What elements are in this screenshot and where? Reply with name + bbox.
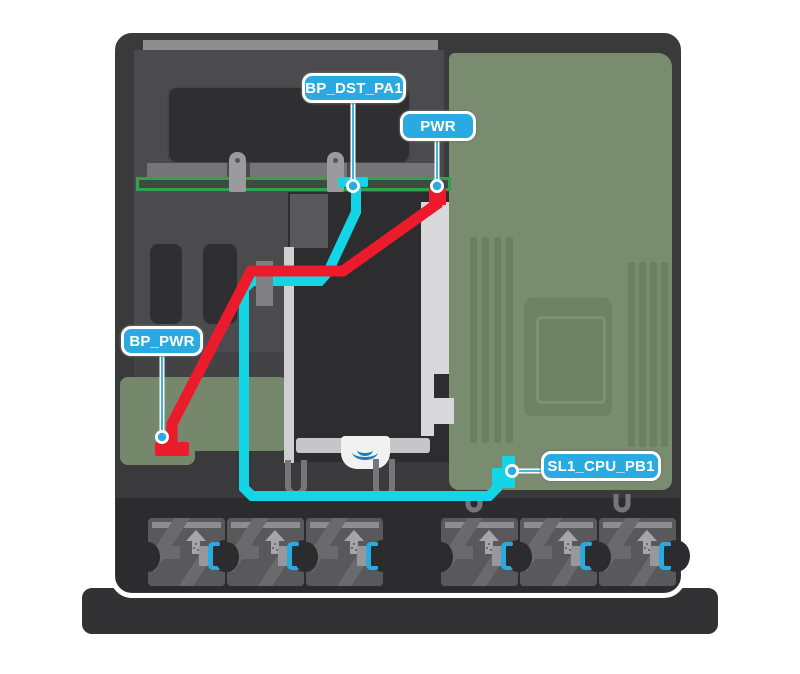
dimm-slot [639, 262, 646, 447]
callout-bp-dst-pa1: BP_DST_PA1 [302, 73, 406, 103]
backplane-edge [136, 177, 451, 191]
dimm-slot [661, 262, 668, 447]
metal-bracket [421, 202, 449, 374]
cage-slot [203, 244, 237, 324]
dimm-slot [482, 237, 489, 443]
dimm-slot [470, 237, 477, 443]
power-interposer-board [120, 377, 288, 451]
mounting-post [229, 152, 246, 192]
dimm-slot [494, 237, 501, 443]
release-tab [341, 436, 390, 469]
fan-bay [116, 498, 680, 592]
cage-slot [150, 244, 182, 324]
touch-arcs-icon [357, 444, 373, 456]
dimm-slot [506, 237, 513, 443]
dimm-slot [628, 262, 635, 447]
callout-bp-pwr: BP_PWR [121, 326, 203, 356]
metal-bracket [421, 374, 434, 436]
callout-pwr: PWR [400, 111, 476, 141]
callout-sl1-cpu-pb1: SL1_CPU_PB1 [541, 451, 661, 481]
card-guide-rail [284, 247, 294, 463]
dimm-slot [650, 262, 657, 447]
metal-bracket [434, 398, 454, 424]
mounting-post [327, 152, 344, 192]
backplane-bracket [147, 163, 227, 177]
backplane-bracket [250, 163, 347, 177]
cpu-socket-frame [536, 316, 606, 404]
chassis-top-rail [143, 40, 438, 50]
backplane-bracket [352, 163, 438, 177]
bay-bracket [290, 194, 328, 248]
